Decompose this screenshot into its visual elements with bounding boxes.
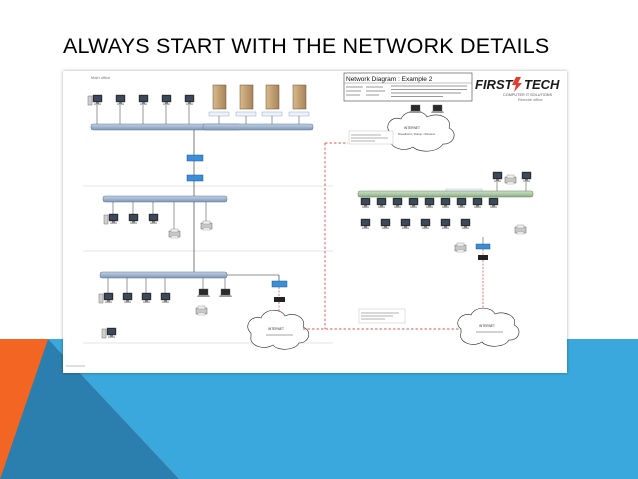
remote-office-label: Remote office [518,97,543,102]
svg-text:INTERNET: INTERNET [479,324,495,328]
main-switch-bar-3 [99,271,228,279]
svg-text:INTERNET: INTERNET [404,126,420,130]
workstations-floor-2 [103,202,213,239]
slide-title: ALWAYS START WITH THE NETWORK DETAILS [63,34,550,58]
broadband-cloud: INTERNET Broadband / Dialup / Wireless [387,104,455,152]
core-switch-icon [186,154,204,182]
diagram-header-title: Network Diagram : Example 2 [346,76,433,83]
server-rack [202,84,314,131]
orange-wedge [0,339,48,479]
main-router-icon [227,274,288,314]
main-switch-bar-2 [102,195,228,203]
dark-blue-triangle [0,339,179,479]
svg-text:INTERNET: INTERNET [268,327,284,331]
svg-text:COMPUTER IT SOLUTIONS: COMPUTER IT SOLUTIONS [503,93,553,97]
workstations-top [87,94,195,124]
main-office-label: Main office [91,75,111,80]
workstations-floor-3 [98,278,233,339]
firsttech-logo: FIRST TECH COMPUTER IT SOLUTIONS [475,77,560,97]
diagram-header-fields [346,85,467,97]
vpn-link [303,130,468,330]
internet-cloud-right: INTERNET [457,307,520,347]
network-diagram-canvas: Network Diagram : Example 2 FIRST TECH C… [66,72,560,367]
internet-cloud-left: INTERNET [247,309,310,350]
svg-text:TECH: TECH [524,77,560,92]
network-diagram: Network Diagram : Example 2 FIRST TECH C… [63,71,567,373]
remote-office [357,171,534,314]
svg-text:Broadband / Dialup / Wireless: Broadband / Dialup / Wireless [398,132,436,136]
svg-text:FIRST: FIRST [475,77,514,92]
blue-band-shape [48,339,638,479]
